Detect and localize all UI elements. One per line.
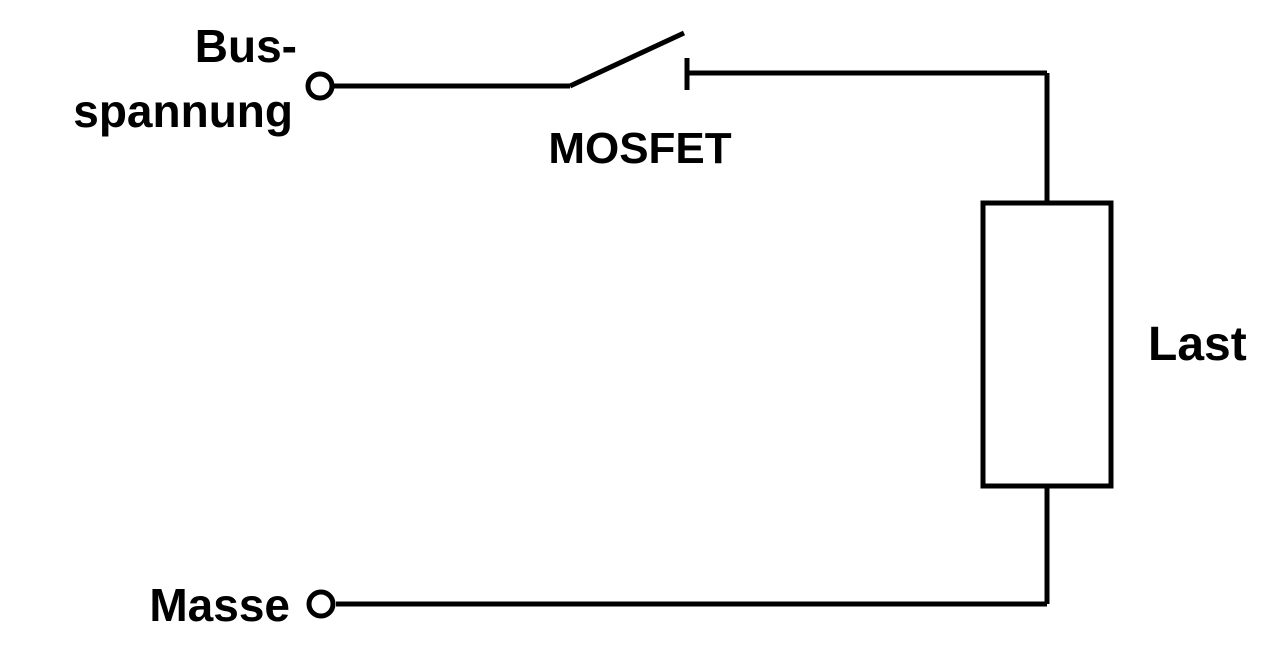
- load-rectangle: [980, 200, 1114, 489]
- bus-label-line1: Bus-: [195, 20, 297, 72]
- bus-label-line2: spannung: [73, 85, 293, 137]
- switch-blade: [568, 30, 686, 89]
- last-label: Last: [1148, 318, 1247, 371]
- masse-label: Masse: [149, 579, 290, 631]
- ground-terminal-circle: [306, 589, 336, 619]
- mosfet-label: MOSFET: [548, 124, 731, 173]
- bus-terminal-circle: [305, 71, 335, 101]
